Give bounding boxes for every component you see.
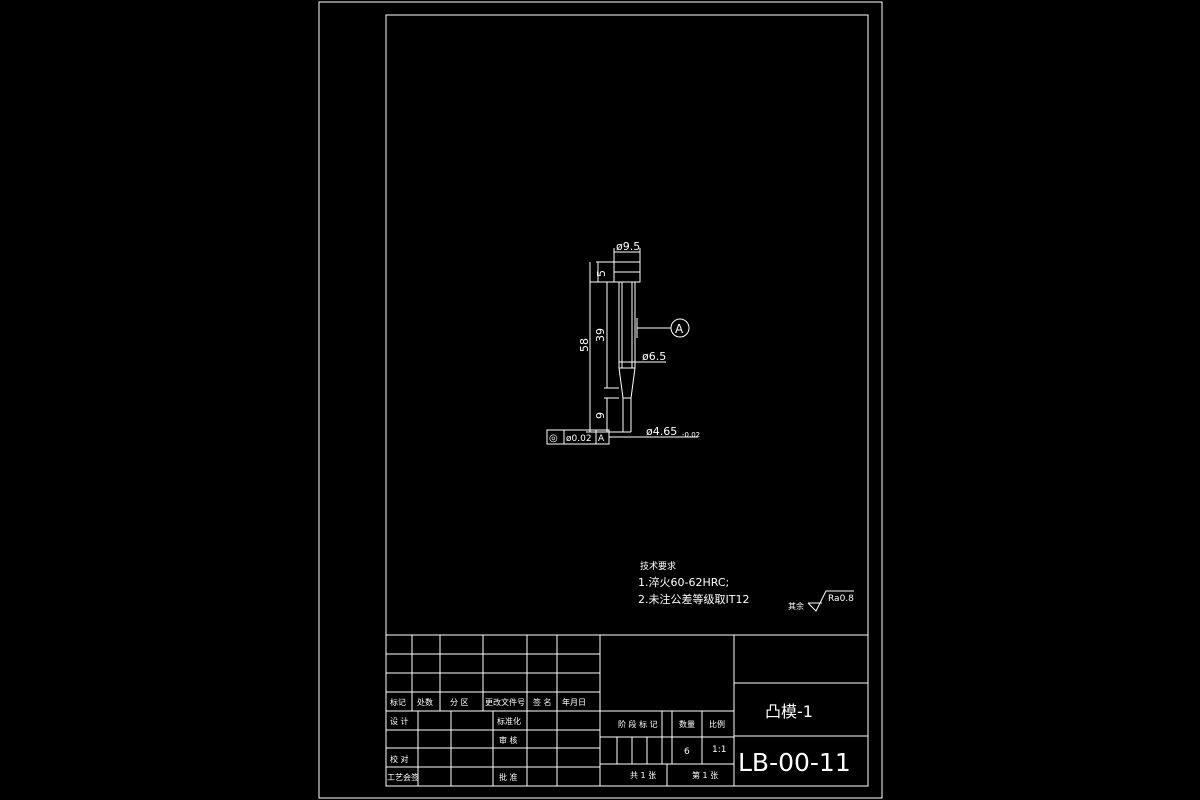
tb-sheet-no: 第 1 张 — [692, 770, 718, 780]
tb-date: 年月日 — [562, 697, 586, 707]
tb-scale: 1:1 — [712, 745, 726, 755]
tb-count: 处数 — [417, 697, 433, 707]
title-block: 标记 处数 分 区 更改文件号 签 名 年月日 设 计 标准化 审 核 校 对 … — [386, 634, 868, 786]
tb-drawing-no: LB-00-11 — [738, 748, 851, 777]
technical-notes: 技术要求 1.淬火60-62HRC; 2.未注公差等级取IT12 — [638, 560, 749, 606]
tb-design: 设 计 — [390, 716, 409, 726]
dim-tip-dia: ø4.65 — [646, 425, 677, 438]
surface-finish-value: Ra0.8 — [828, 594, 854, 604]
dim-tip-tol: -0.02 — [682, 431, 700, 439]
tb-part-name: 凸模-1 — [765, 702, 813, 721]
outer-border — [318, 1, 883, 799]
surface-finish-symbol — [807, 590, 854, 612]
dim-shank-dia: ø6.5 — [642, 350, 666, 363]
tb-quantity: 6 — [684, 747, 690, 757]
tb-review: 审 核 — [499, 735, 518, 745]
dim-shank-len: 39 — [594, 328, 607, 342]
surface-finish-label: 其余 — [788, 601, 804, 611]
tb-quantity-label: 数量 — [679, 719, 695, 729]
datum-circle — [670, 318, 690, 338]
tb-process: 工艺会签 — [387, 772, 419, 782]
datum-label: A — [675, 322, 684, 336]
tb-stage-mark: 阶 段 标 记 — [618, 719, 658, 729]
dim-total-len: 58 — [578, 338, 591, 352]
notes-title: 技术要求 — [640, 560, 676, 572]
tb-standardize: 标准化 — [497, 716, 521, 726]
tolerance-frame: ◎ ø0.02 A — [546, 429, 623, 445]
tolerance-value: ø0.02 — [566, 434, 592, 444]
notes-line2: 2.未注公差等级取IT12 — [638, 592, 749, 606]
dimensions: ø9.5 5 39 58 9 ø6.5 ø4.65 -0.02 A — [578, 240, 700, 439]
tb-sheets-total: 共 1 张 — [630, 771, 656, 780]
tb-mark: 标记 — [390, 697, 406, 707]
tb-approve: 批 准 — [499, 772, 518, 782]
inner-border — [385, 14, 869, 787]
dim-tip-len: 9 — [594, 412, 607, 419]
concentricity-symbol: ◎ — [549, 433, 558, 444]
tolerance-datum: A — [598, 434, 605, 444]
dim-head-len: 5 — [595, 270, 608, 277]
tb-check: 校 对 — [390, 754, 409, 764]
tb-zone: 分 区 — [450, 698, 469, 707]
tb-change-doc: 更改文件号 — [485, 697, 525, 707]
tb-sign: 签 名 — [533, 697, 552, 707]
notes-line1: 1.淬火60-62HRC; — [638, 575, 729, 589]
punch-part — [613, 261, 641, 433]
tb-scale-label: 比例 — [709, 719, 725, 729]
dim-head-dia: ø9.5 — [616, 240, 640, 253]
surface-finish: 其余 Ra0.8 — [788, 590, 854, 612]
